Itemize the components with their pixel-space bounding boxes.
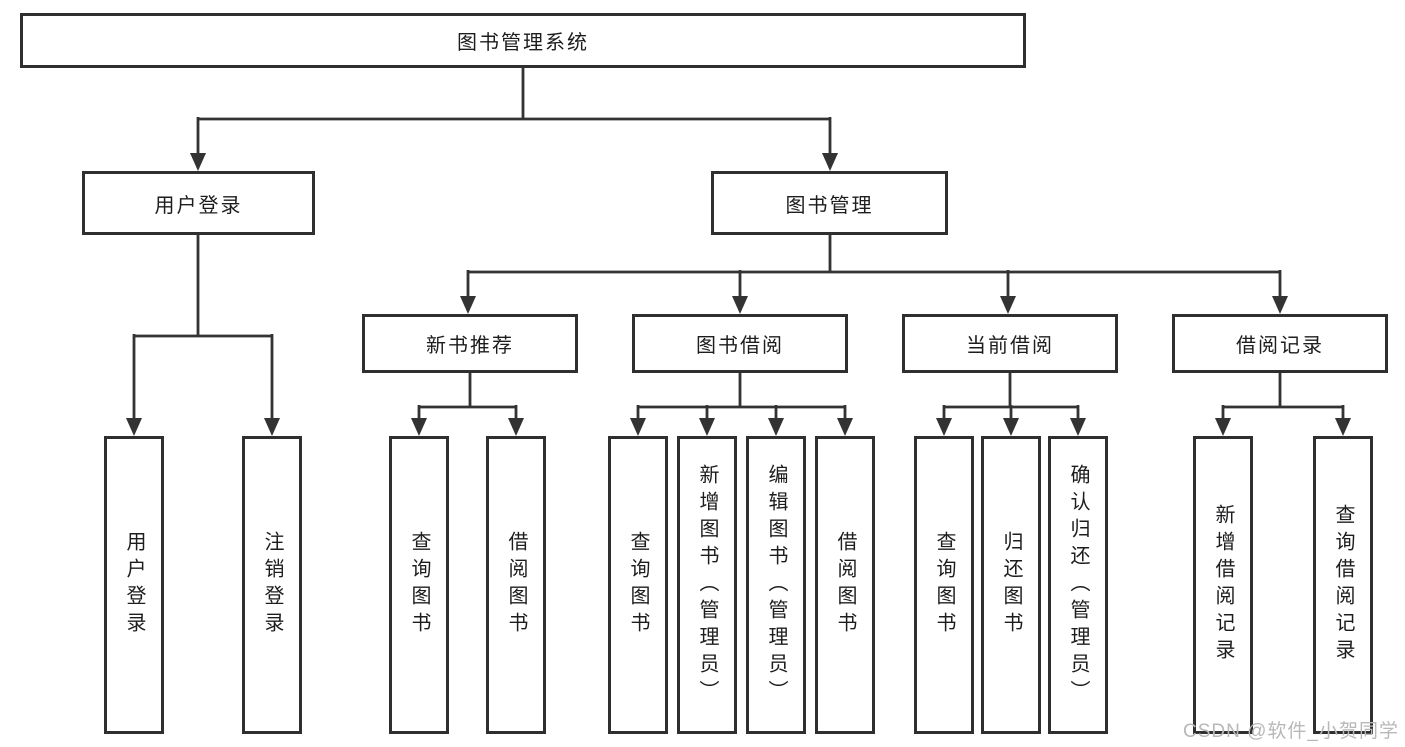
node-book-borrow: 图书借阅 bbox=[632, 314, 848, 373]
leaf-label: 查询图书 bbox=[408, 531, 430, 639]
arrowhead bbox=[1000, 296, 1016, 314]
leaf-query-books-borrow: 查询图书 bbox=[608, 436, 668, 734]
arrowhead bbox=[190, 153, 206, 171]
leaf-label: 借阅图书 bbox=[505, 531, 527, 639]
arrowhead bbox=[1003, 418, 1019, 436]
arrowhead bbox=[732, 296, 748, 314]
leaf-label: 注销登录 bbox=[261, 531, 283, 639]
leaf-borrow-books: 借阅图书 bbox=[815, 436, 875, 734]
leaf-borrow-books-recommend: 借阅图书 bbox=[486, 436, 546, 734]
connector-newbook-to-leaves bbox=[417, 373, 518, 424]
arrowhead bbox=[460, 296, 476, 314]
arrowhead bbox=[630, 418, 646, 436]
leaf-return-book: 归还图书 bbox=[981, 436, 1041, 734]
arrowhead bbox=[699, 418, 715, 436]
leaf-label: 查询图书 bbox=[627, 531, 649, 639]
leaf-label: 新增图书（管理员） bbox=[696, 463, 718, 707]
node-borrow-records: 借阅记录 bbox=[1172, 314, 1388, 373]
arrowhead bbox=[264, 418, 280, 436]
arrowhead bbox=[822, 153, 838, 171]
node-new-book-recommend: 新书推荐 bbox=[362, 314, 578, 373]
csdn-watermark: CSDN @软件_小贺同学 bbox=[1183, 721, 1399, 742]
arrowhead bbox=[508, 418, 524, 436]
arrowhead bbox=[1070, 418, 1086, 436]
node-current-borrow: 当前借阅 bbox=[902, 314, 1118, 373]
leaf-query-books-current: 查询图书 bbox=[914, 436, 974, 734]
leaf-confirm-return-admin: 确认归还（管理员） bbox=[1048, 436, 1108, 734]
connector-currentborrow-to-leaves bbox=[942, 373, 1080, 424]
leaf-label: 编辑图书（管理员） bbox=[765, 463, 787, 707]
connector-bookmgmt-to-level3 bbox=[466, 235, 1282, 302]
leaf-label: 新增借阅记录 bbox=[1212, 504, 1234, 666]
node-user-login-branch: 用户登录 bbox=[82, 171, 315, 235]
leaf-add-book-admin: 新增图书（管理员） bbox=[677, 436, 737, 734]
arrowhead bbox=[126, 418, 142, 436]
node-library-management-system: 图书管理系统 bbox=[20, 13, 1026, 68]
leaf-label: 确认归还（管理员） bbox=[1067, 463, 1089, 707]
arrowhead bbox=[1215, 418, 1231, 436]
arrowhead bbox=[1272, 296, 1288, 314]
node-book-management-branch: 图书管理 bbox=[711, 171, 948, 235]
connector-root-to-level2 bbox=[196, 68, 832, 157]
arrowhead bbox=[411, 418, 427, 436]
arrowhead bbox=[1335, 418, 1351, 436]
leaf-logout: 注销登录 bbox=[242, 436, 302, 734]
leaf-edit-book-admin: 编辑图书（管理员） bbox=[746, 436, 806, 734]
arrowhead bbox=[936, 418, 952, 436]
arrowhead bbox=[837, 418, 853, 436]
leaf-query-books-recommend: 查询图书 bbox=[389, 436, 449, 734]
leaf-user-login: 用户登录 bbox=[104, 436, 164, 734]
leaf-label: 查询借阅记录 bbox=[1332, 504, 1354, 666]
leaf-label: 借阅图书 bbox=[834, 531, 856, 639]
connector-records-to-leaves bbox=[1221, 373, 1345, 424]
leaf-query-borrow-record: 查询借阅记录 bbox=[1313, 436, 1373, 734]
arrowheads bbox=[126, 153, 1351, 436]
leaf-label: 用户登录 bbox=[123, 531, 145, 639]
leaf-add-borrow-record: 新增借阅记录 bbox=[1193, 436, 1253, 734]
connector-bookborrow-to-leaves bbox=[636, 373, 847, 424]
arrowhead bbox=[768, 418, 784, 436]
connector-userlogin-to-leaves bbox=[132, 235, 274, 424]
leaf-label: 查询图书 bbox=[933, 531, 955, 639]
leaf-label: 归还图书 bbox=[1000, 531, 1022, 639]
